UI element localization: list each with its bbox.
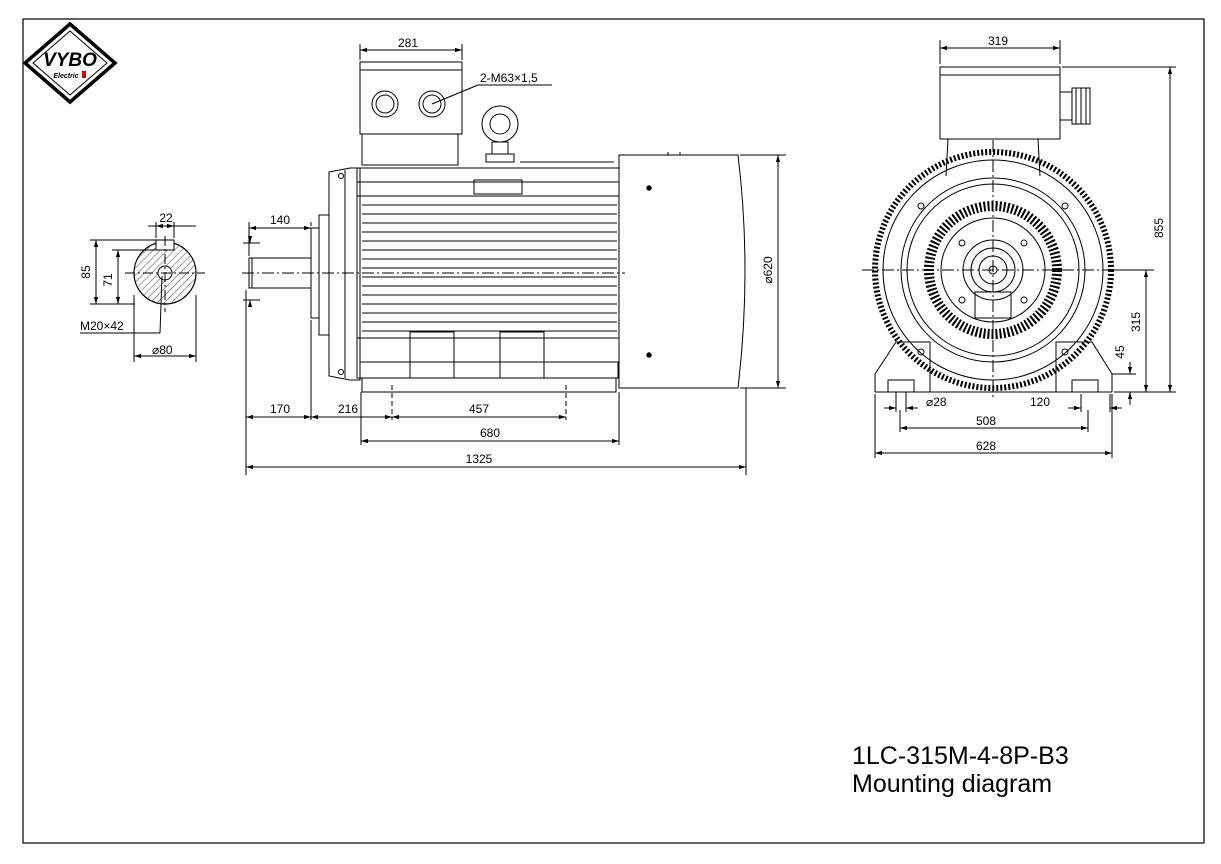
dim-gland: 2-M63×1,5 <box>480 71 538 85</box>
dim-216: 216 <box>338 402 358 416</box>
dim-end-box: 319 <box>988 34 1008 48</box>
motor-side-view <box>242 44 786 475</box>
dim-170: 170 <box>270 402 290 416</box>
shaft-section-view <box>80 222 205 362</box>
dim-shaft-85: 85 <box>79 265 93 279</box>
model-number: 1LC-315M-4-8P-B3 <box>852 742 1069 770</box>
logo-sub: Electric <box>53 73 78 80</box>
dim-1325: 1325 <box>466 452 493 466</box>
dim-shaft-key-width: 22 <box>159 211 173 225</box>
dim-shaft-length: 140 <box>270 213 290 227</box>
dim-end-628: 628 <box>976 439 996 453</box>
dim-680: 680 <box>480 426 500 440</box>
logo-brand: VYBO <box>43 50 97 71</box>
dim-shaft-71: 71 <box>101 273 115 287</box>
dim-end-120: 120 <box>1030 395 1050 409</box>
dim-end-hole: ⌀28 <box>926 395 947 409</box>
dim-end-height: 855 <box>1152 218 1166 238</box>
dim-457: 457 <box>469 402 489 416</box>
motor-end-view <box>862 40 1176 458</box>
dim-body-dia: ⌀620 <box>761 256 775 284</box>
dim-end-508: 508 <box>976 414 996 428</box>
dim-end-axis: 315 <box>1129 312 1143 332</box>
vybo-logo: VYBO Electric <box>22 21 118 105</box>
dim-box-width: 281 <box>398 36 418 50</box>
dim-end-foot: 45 <box>1113 345 1127 359</box>
drawing-frame <box>22 18 1205 844</box>
diagram-title: Mounting diagram <box>852 770 1053 798</box>
dim-shaft-thread: M20×42 <box>80 319 124 333</box>
dim-shaft-dia: ⌀80 <box>152 343 173 357</box>
